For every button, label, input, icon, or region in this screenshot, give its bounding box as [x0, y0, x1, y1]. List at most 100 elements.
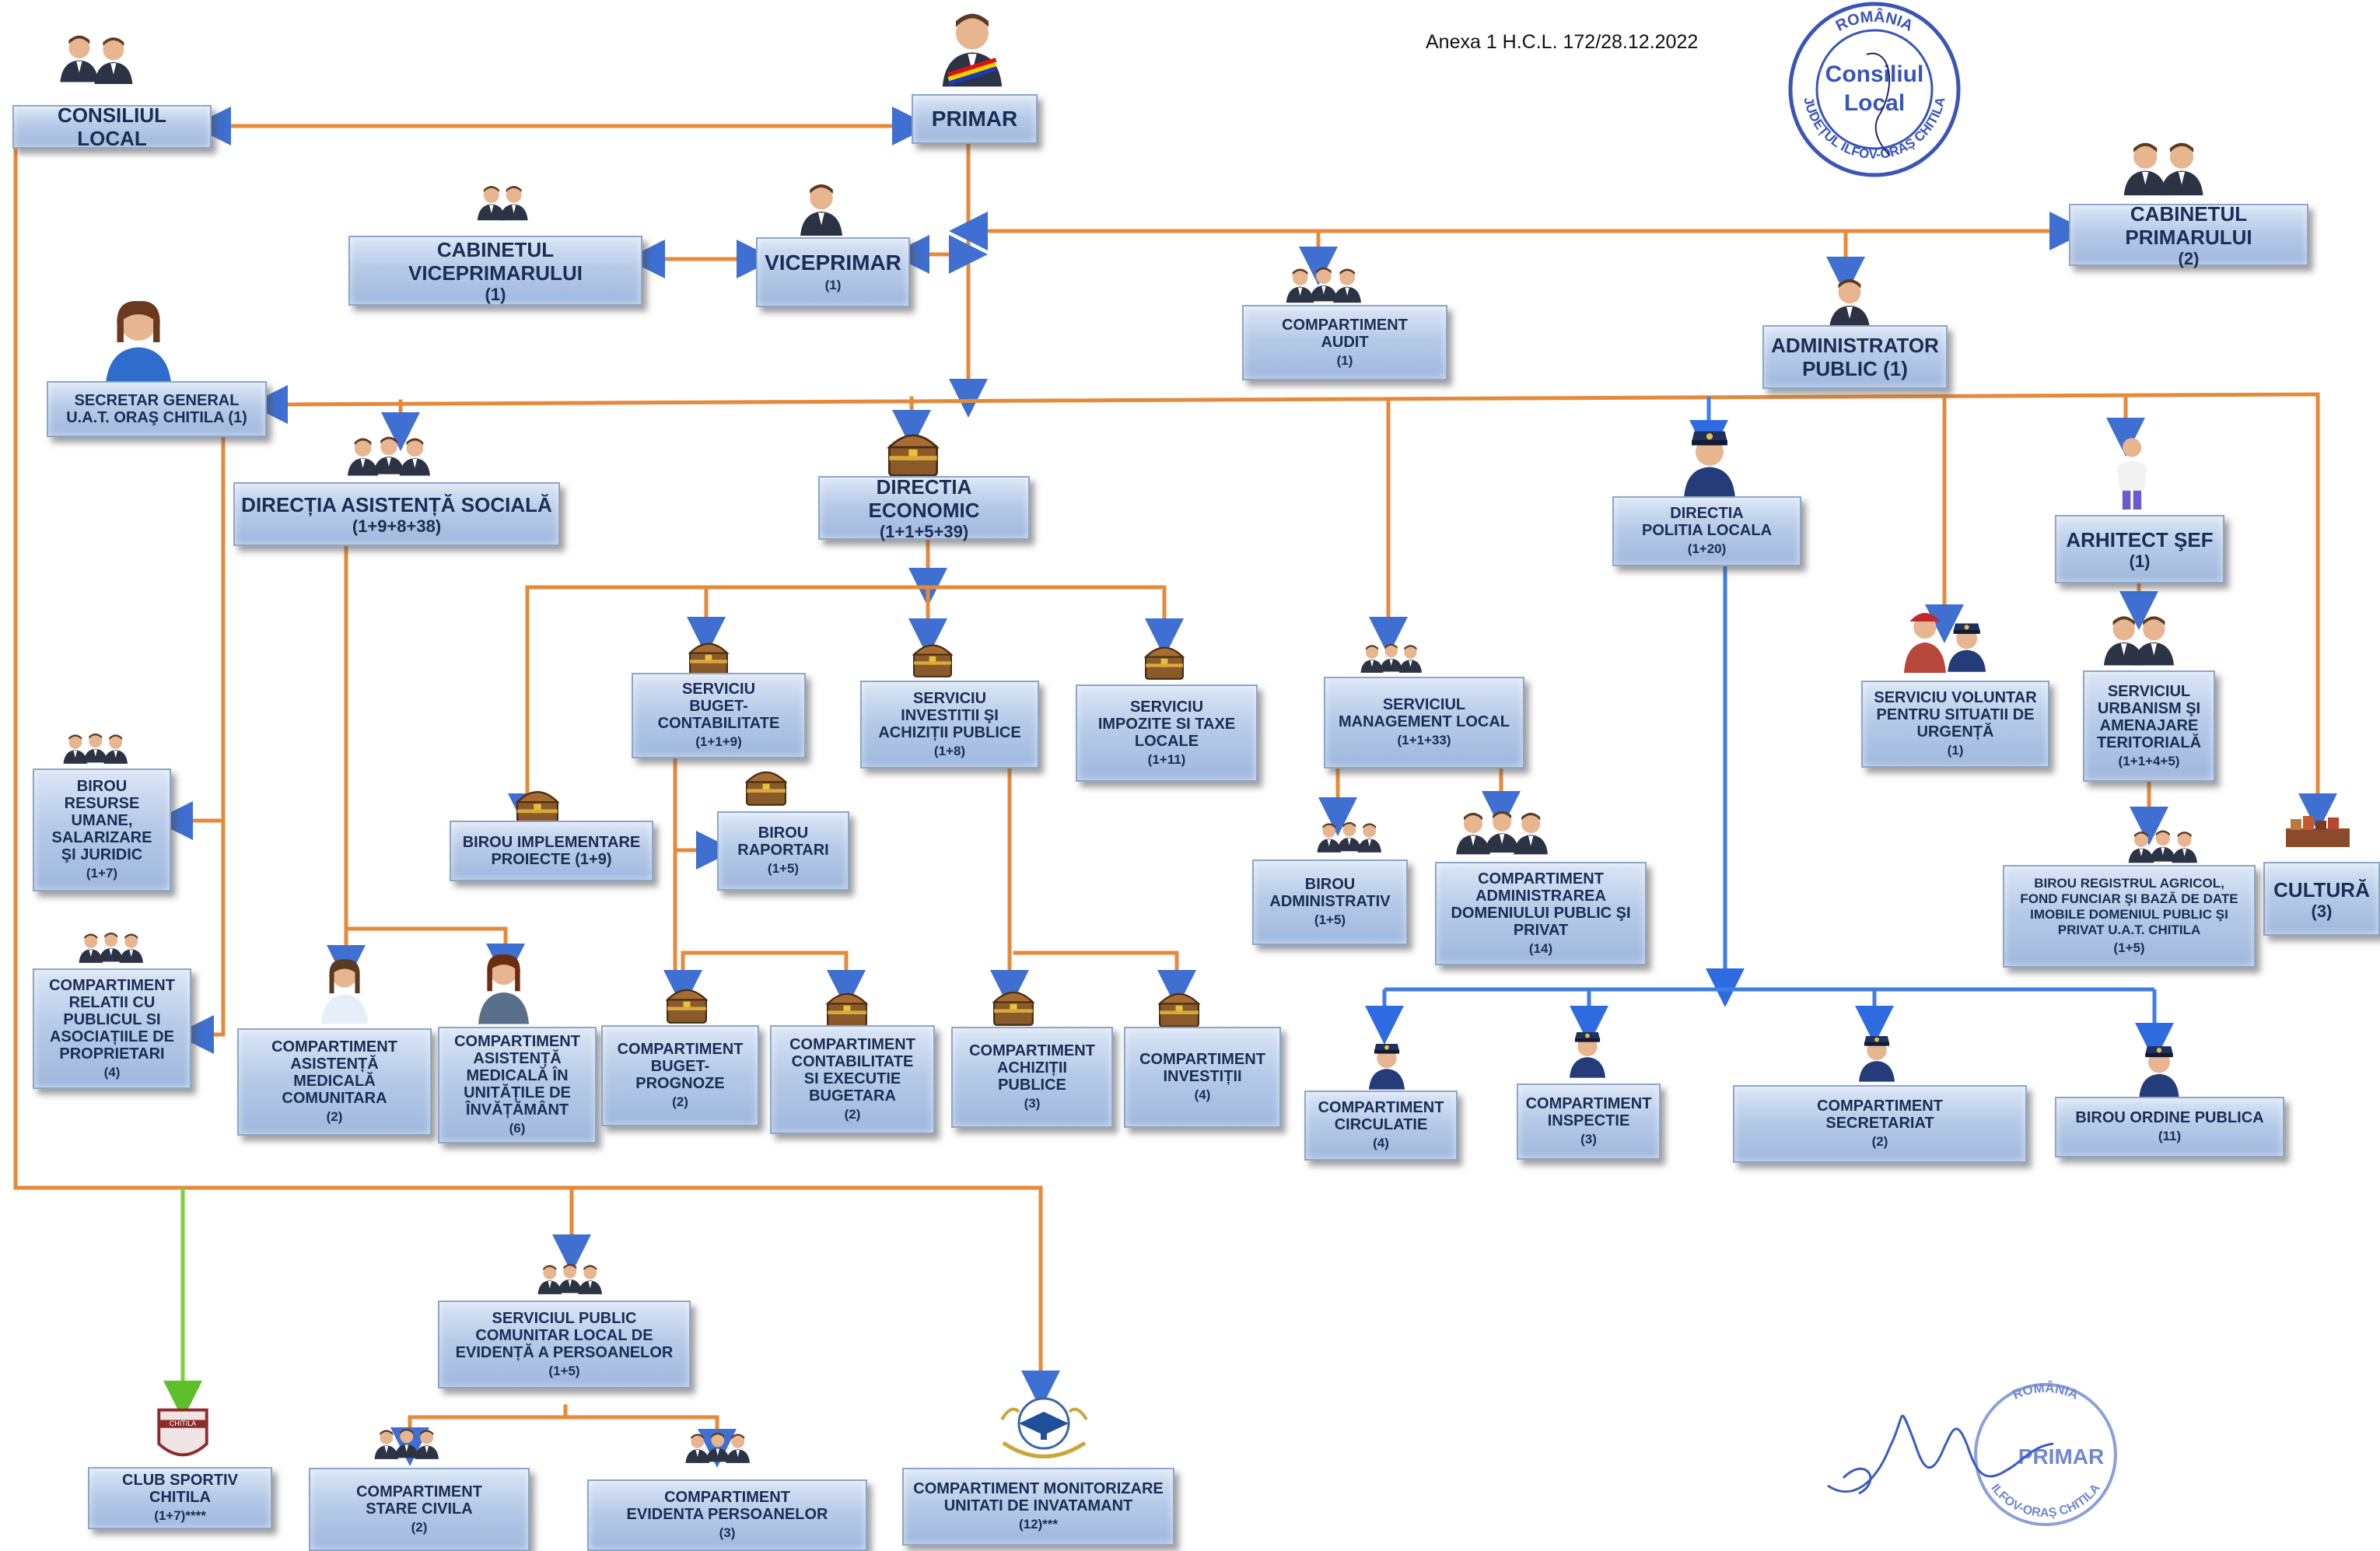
cultura-count: (3) [2311, 901, 2333, 921]
directia-economic-box[interactable]: DIRECTIA ECONOMIC (1+1+5+39) [818, 475, 1030, 541]
mayor-stamp-ring: ILFOV-ORAȘ CHITILA [1988, 1481, 2103, 1520]
reports-chest-icon [745, 771, 787, 806]
management-people-icon [1360, 643, 1422, 673]
council-people-icon [60, 35, 133, 84]
consiliul-local-box[interactable]: CONSILIUL LOCAL [12, 103, 212, 150]
comp-monitorizare-box[interactable]: COMPARTIMENT MONITORIZARE UNITATI DE INV… [902, 1468, 1174, 1546]
serviciul-urbanism-box[interactable]: SERVICIUL URBANISM ŞI AMENAJARE TERITORI… [2083, 670, 2215, 782]
comp-asistenta-unitati-count: (6) [509, 1121, 526, 1136]
viceprimar-count: (1) [824, 278, 842, 292]
birou-registru-count: (1+5) [2113, 940, 2145, 955]
serviciu-impozite-box[interactable]: SERVICIU IMPOZITE SI TAXE LOCALE (1+11) [1076, 684, 1258, 782]
social-assistance-people-icon [347, 436, 430, 476]
serviciu-buget-count: (1+1+9) [695, 734, 742, 749]
comp-monitorizare-count: (12)*** [1018, 1517, 1059, 1532]
viceprimar-box[interactable]: VICEPRIMAR (1) [756, 237, 910, 307]
serviciu-buget-box[interactable]: SERVICIU BUGET- CONTABILITATE (1+1+9) [632, 673, 806, 758]
serviciu-investitii-box[interactable]: SERVICIU INVESTITII ŞI ACHIZIȚII PUBLICE… [860, 681, 1039, 768]
club-crest-icon: CHITILA [157, 1408, 208, 1457]
comp-inspectie-count: (3) [1580, 1132, 1597, 1147]
comp-investitii-title: COMPARTIMENT INVESTIȚII [1139, 1051, 1265, 1085]
cabinet-viceprimar-box[interactable]: CABINETUL VICEPRIMARULUI (1) [348, 236, 642, 306]
birou-administrativ-box[interactable]: BIROU ADMINISTRATIV (1+5) [1252, 860, 1408, 945]
club-sportiv-title: CLUB SPORTIV CHITILA [122, 1472, 238, 1506]
directia-politia-title: DIRECTIA POLITIA LOCALA [1641, 505, 1773, 539]
urbanism-people-icon [2104, 616, 2174, 666]
compartiment-relatii-box[interactable]: COMPARTIMENT RELATII CU PUBLICUL SI ASOC… [33, 968, 191, 1089]
secretar-general-box[interactable]: SECRETAR GENERAL U.A.T. ORAŞ CHITILA (1) [47, 381, 267, 437]
directia-economic-title: DIRECTIA ECONOMIC [868, 475, 980, 522]
compartiment-adm-domeniu-title: COMPARTIMENT ADMINISTRAREA DOMENIULUI PU… [1451, 870, 1631, 939]
comp-inspectie-box[interactable]: COMPARTIMENT INSPECTIE (3) [1517, 1084, 1661, 1160]
comp-secretariat-box[interactable]: COMPARTIMENT SECRETARIAT (2) [1733, 1085, 2027, 1163]
svg-text:ILFOV-ORAȘ CHITILA: ILFOV-ORAȘ CHITILA [1988, 1481, 2103, 1520]
police-director-icon [1684, 431, 1735, 496]
comp-asistenta-unitati-title: COMPARTIMENT ASISTENȚĂ MEDICALĂ ÎN UNITĂ… [454, 1033, 580, 1119]
birou-ordine-box[interactable]: BIROU ORDINE PUBLICA (11) [2055, 1097, 2284, 1157]
club-crest-text: CHITILA [170, 1420, 196, 1427]
comp-asistenta-medicala-box[interactable]: COMPARTIMENT ASISTENȚĂ MEDICALĂ COMUNITA… [237, 1028, 432, 1136]
serviciul-urbanism-count: (1+1+4+5) [2118, 753, 2180, 768]
serviciul-public-evidenta-count: (1+5) [548, 1363, 580, 1378]
cultura-box[interactable]: CULTURĂ (3) [2263, 862, 2380, 936]
police-inspection-icon [1570, 1031, 1605, 1078]
annex-label: Anexa 1 H.C.L. 172/28.12.2022 [1426, 31, 1699, 53]
comp-contabilitate-box[interactable]: COMPARTIMENT CONTABILITATE SI EXECUTIE B… [770, 1025, 935, 1134]
serviciu-investitii-title: SERVICIU INVESTITII ŞI ACHIZIȚII PUBLICE [878, 689, 1021, 741]
mayor-stamp-top: ROMÂNIA [2011, 1381, 2081, 1402]
serviciul-public-evidenta-box[interactable]: SERVICIUL PUBLIC COMUNITAR LOCAL DE EVID… [438, 1301, 691, 1388]
cabinet-primar-box[interactable]: CABINETUL PRIMARULUI (2) [2069, 202, 2308, 268]
emergency-icon [1904, 613, 1986, 673]
compartiment-adm-domeniu-count: (14) [1528, 940, 1553, 956]
comp-circulatie-box[interactable]: COMPARTIMENT CIRCULATIE (4) [1304, 1091, 1458, 1161]
comp-buget-prognoze-count: (2) [672, 1094, 688, 1109]
birou-implementare-box[interactable]: BIROU IMPLEMENTARE PROIECTE (1+9) [450, 821, 653, 881]
serviciu-voluntar-box[interactable]: SERVICIU VOLUNTAR PENTRU SITUATII DE URG… [1861, 681, 2049, 768]
viceprimar-title: VICEPRIMAR [765, 250, 901, 275]
comp-stare-civila-box[interactable]: COMPARTIMENT STARE CIVILA (2) [309, 1468, 530, 1551]
directia-asistenta-count: (1+9+8+38) [352, 516, 442, 536]
comp-evidenta-count: (3) [719, 1525, 736, 1540]
compartiment-adm-domeniu-box[interactable]: COMPARTIMENT ADMINISTRAREA DOMENIULUI PU… [1435, 862, 1647, 965]
comp-achizitii-box[interactable]: COMPARTIMENT ACHIZIȚII PUBLICE (3) [951, 1027, 1113, 1128]
viceprimar-icon [800, 184, 842, 236]
mayor-stamp: ROMÂNIA ILFOV-ORAȘ CHITILA PRIMAR [1827, 1381, 2117, 1526]
birou-ordine-count: (11) [2158, 1129, 2182, 1143]
comp-evidenta-box[interactable]: COMPARTIMENT EVIDENTA PERSOANELOR (3) [587, 1479, 867, 1551]
cultura-title: CULTURĂ [2273, 877, 2370, 902]
directia-politia-box[interactable]: DIRECTIA POLITIA LOCALA (1+20) [1612, 496, 1801, 566]
administrator-public-box[interactable]: ADMINISTRATOR PUBLIC (1) [1762, 325, 1948, 389]
comp-investitii-box[interactable]: COMPARTIMENT INVESTIȚII (4) [1124, 1027, 1281, 1128]
vice-cabinet-people-icon [477, 186, 528, 221]
directia-economic-count: (1+1+5+39) [879, 522, 969, 541]
directia-asistenta-box[interactable]: DIRECȚIA ASISTENȚĂ SOCIALĂ (1+9+8+38) [233, 482, 560, 546]
birou-resurse-box[interactable]: BIROU RESURSE UMANE, SALARIZARE ŞI JURID… [33, 768, 171, 891]
club-sportiv-box[interactable]: CLUB SPORTIV CHITILA (1+7)**** [88, 1467, 272, 1529]
primar-box[interactable]: PRIMAR [912, 94, 1038, 144]
comp-contabilitate-count: (2) [844, 1107, 861, 1122]
school-nurse-icon [478, 954, 529, 1024]
nurse-icon [321, 959, 368, 1024]
mayor-icon [942, 13, 1003, 87]
public-relations-people-icon [79, 932, 143, 963]
investments-chest-icon [912, 644, 953, 677]
club-sportiv-count: (1+7)**** [154, 1508, 206, 1523]
compartiment-audit-box[interactable]: COMPARTIMENT AUDIT (1) [1242, 305, 1447, 380]
birou-administrativ-title: BIROU ADMINISTRATIV [1269, 876, 1391, 910]
directia-politia-count: (1+20) [1687, 541, 1727, 556]
council-stamp-line2: Local [1844, 90, 1905, 116]
comp-buget-prognoze-box[interactable]: COMPARTIMENT BUGET- PROGNOZE (2) [601, 1025, 759, 1126]
birou-registru-title: BIROU REGISTRUL AGRICOL, FOND FUNCIAR ŞI… [2020, 876, 2238, 937]
investment-chest-icon [1159, 993, 1199, 1028]
birou-raportari-box[interactable]: BIROU RAPORTARI (1+5) [717, 811, 849, 891]
birou-registru-box[interactable]: BIROU REGISTRUL AGRICOL, FOND FUNCIAR ŞI… [2003, 865, 2256, 968]
serviciul-management-box[interactable]: SERVICIUL MANAGEMENT LOCAL (1+1+33) [1324, 677, 1524, 768]
administrator-public-title: ADMINISTRATOR PUBLIC (1) [1771, 334, 1939, 380]
comp-asistenta-unitati-box[interactable]: COMPARTIMENT ASISTENȚĂ MEDICALĂ ÎN UNITĂ… [438, 1027, 597, 1143]
architect-icon [2116, 438, 2147, 510]
arhitect-sef-box[interactable]: ARHITECT ŞEF (1) [2055, 515, 2224, 583]
serviciul-urbanism-title: SERVICIUL URBANISM ŞI AMENAJARE TERITORI… [2096, 682, 2202, 751]
compartiment-audit-count: (1) [1336, 352, 1353, 368]
comp-achizitii-title: COMPARTIMENT ACHIZIȚII PUBLICE [969, 1042, 1095, 1094]
